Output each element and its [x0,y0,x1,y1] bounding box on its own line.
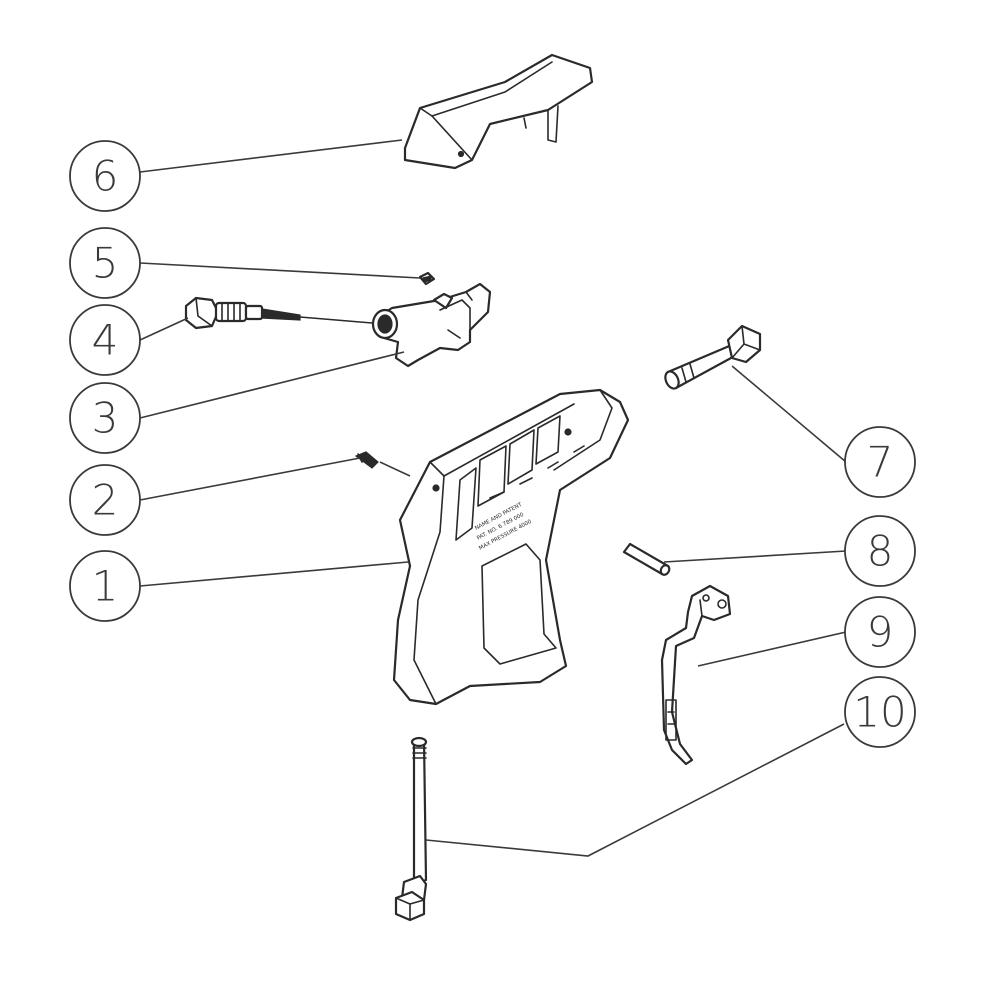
callout-7-label: 7 [867,438,894,487]
callout-5-label: 5 [92,239,119,288]
callout-7: 7 [844,426,916,498]
part-8-pin [622,542,671,576]
leader-8 [663,550,847,563]
leader-lines [139,139,847,857]
callout-3-label: 3 [92,394,119,443]
callout-3: 3 [69,382,141,454]
leader-4 [139,317,189,341]
callout-2: 2 [69,464,141,536]
callout-6-label: 6 [92,152,119,201]
leader-9 [697,631,847,667]
callout-1-label: 1 [92,562,119,611]
callout-4: 4 [69,304,141,376]
leader-3 [139,351,405,419]
callout-1: 1 [69,550,141,622]
callout-10-label: 10 [853,688,906,737]
part-2-screw [354,451,379,469]
leader-5 [139,262,421,279]
callout-8-label: 8 [867,527,894,576]
part-5-set-screw [418,271,436,286]
leader-10 [425,723,845,857]
callout-9: 9 [844,596,916,668]
callout-6: 6 [69,140,141,212]
part-9-trigger [660,584,732,766]
callout-8: 8 [844,515,916,587]
leader-6 [139,139,403,173]
leader-2b [379,461,411,477]
part-6-lever-cover [403,53,594,170]
part-4-valve-stem [184,296,373,330]
leader-1 [139,561,409,587]
leader-7 [731,365,847,463]
callout-10: 10 [844,676,916,748]
callout-5: 5 [69,227,141,299]
callout-4-label: 4 [92,316,119,365]
callout-2-label: 2 [92,476,119,525]
part-10-extension-tube [394,736,428,922]
part-7-inlet-fitting [664,324,762,390]
part-1-handle: NAME AND PATENT PAT. NO. 6 789 000 MAX P… [392,388,630,706]
leader-2 [139,457,361,501]
part-3-valve-body [371,282,492,368]
callout-9-label: 9 [867,608,894,657]
